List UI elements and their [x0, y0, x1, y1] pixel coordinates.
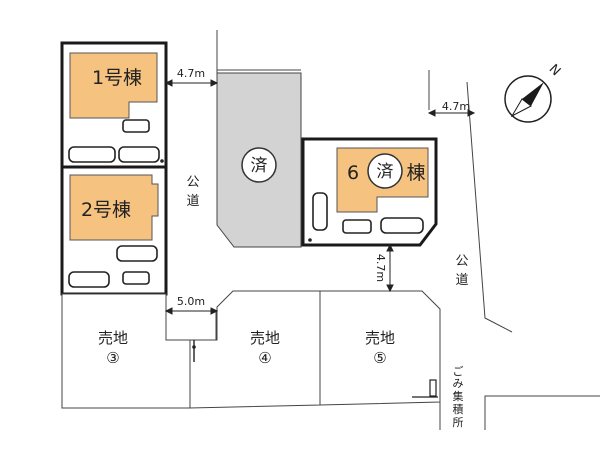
survey-point-icon: [160, 159, 164, 163]
sold-marker-text: 済: [377, 162, 394, 182]
lot-3-number: ③: [106, 349, 119, 367]
garbage-point-label: 所: [453, 416, 464, 429]
dimension-right-top-label: 4.7m: [442, 100, 470, 113]
boundary-line: [216, 69, 301, 73]
house-1-label: 1号棟: [92, 67, 142, 89]
house-2-label: 2号棟: [81, 199, 131, 221]
road-right-label: 公: [455, 254, 468, 269]
dimension-top-label: 4.7m: [177, 67, 205, 80]
lot-4-number: ④: [258, 349, 271, 367]
road-left-label: 道: [186, 194, 199, 209]
survey-point-icon: [308, 238, 312, 242]
garbage-point-label: ご: [453, 364, 464, 378]
lot-5-number: ⑤: [373, 349, 386, 367]
north-label: N: [546, 62, 563, 79]
lot-for-sale-4[interactable]: 売地 ④: [189, 290, 321, 409]
parking-car-icon: [68, 119, 160, 163]
dimension-middle-vertical: [386, 243, 394, 293]
garbage-point-icon: [412, 379, 438, 398]
survey-point-icon: [192, 345, 196, 349]
house-6-number: 6: [347, 162, 359, 184]
parking-car-icon: [68, 245, 158, 288]
sold-marker-text: 済: [251, 156, 268, 176]
road-edge-line: [466, 81, 513, 333]
road-left-label: 公: [186, 175, 199, 190]
house-6-suffix: 棟: [406, 162, 425, 184]
sold-marker: [367, 153, 403, 189]
lot-for-sale-3[interactable]: 売地 ③: [61, 293, 191, 409]
dimension-bottom-label: 5.0m: [177, 295, 205, 308]
road-edge-line: [484, 395, 600, 430]
lot-4-label: 売地: [250, 329, 280, 347]
north-compass-icon: [504, 75, 552, 123]
lot-house-1[interactable]: 1号棟: [60, 41, 168, 169]
lot-sold-center[interactable]: 済: [216, 72, 302, 248]
road-right-label: 道: [455, 273, 468, 288]
lot-house-6[interactable]: 済 6 棟: [301, 137, 438, 247]
house-1-footprint: [69, 52, 158, 119]
dimension-top: [164, 79, 219, 87]
garbage-point-label: 積: [453, 402, 464, 416]
garbage-point-label: み: [453, 377, 464, 390]
dimension-right-top: [427, 109, 476, 117]
lot-house-2[interactable]: 2号棟: [60, 165, 168, 296]
dimension-bottom: [164, 307, 219, 315]
house-2-footprint: [69, 174, 159, 241]
lot-5-label: 売地: [365, 329, 395, 347]
sold-marker: [241, 147, 277, 183]
parking-car-icon: [312, 192, 424, 234]
access-strip: [165, 310, 217, 341]
garbage-point-label: 集: [453, 389, 464, 403]
lot-3-label: 売地: [98, 329, 128, 347]
dimension-middle-label: 4.7m: [374, 254, 387, 282]
lot-for-sale-5[interactable]: 売地 ⑤: [319, 290, 441, 406]
